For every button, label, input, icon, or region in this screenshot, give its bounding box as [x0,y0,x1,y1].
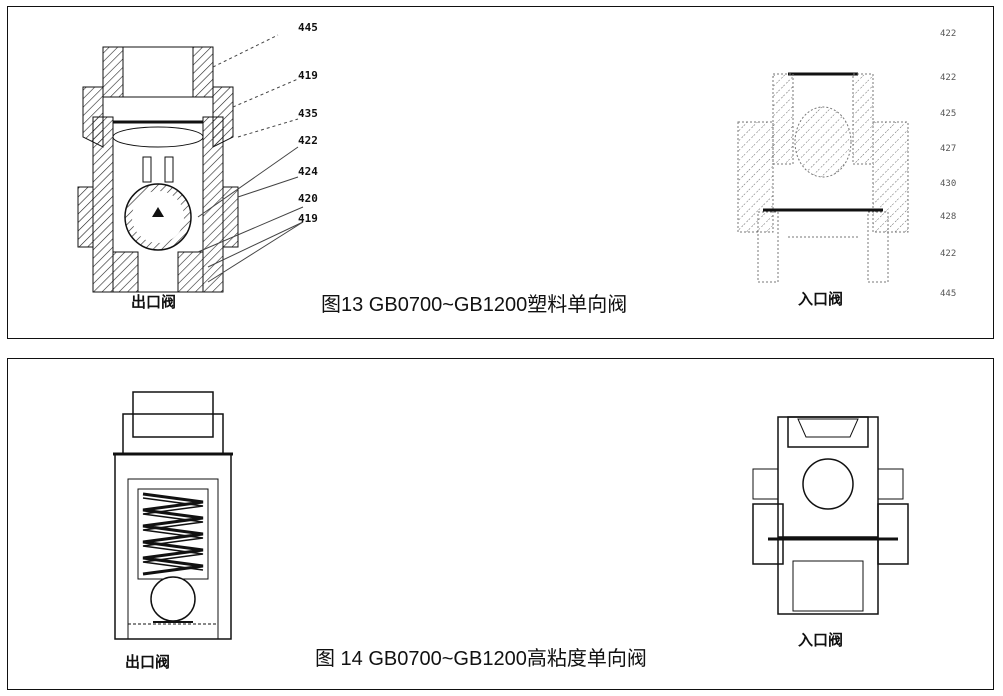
outlet-valve-label-2: 出口阀 [125,653,171,671]
inlet-callout-7: 422 [940,249,957,259]
outlet-valve-drawing [77,34,304,293]
inlet-valve-label-2: 入口阀 [798,631,844,649]
figure-14-caption: 图 14 GB0700~GB1200高粘度单向阀 [315,648,647,670]
inlet-callout-4: 427 [940,144,957,154]
inlet-callout-2: 422 [940,73,957,83]
inlet-callout-6: 428 [940,212,957,222]
callout-419-top: 419 [298,69,318,82]
callout-419-bottom: 419 [298,212,318,225]
callout-422: 422 [298,134,318,147]
figure-13-panel: 445 419 435 422 424 420 419 出口阀 图13 GB07… [7,6,994,339]
inlet-callout-1: 422 [940,29,957,39]
callout-424: 424 [298,165,318,178]
callout-420: 420 [298,192,318,205]
inlet-callout-5: 430 [940,179,957,189]
inlet-valve-drawing [737,72,909,283]
outlet-valve-hv-drawing [113,391,233,640]
inlet-valve-label: 入口阀 [798,290,844,308]
callout-435: 435 [298,107,318,120]
inlet-callout-8: 445 [940,289,957,299]
figure-14-panel: 出口阀 图 14 GB0700~GB1200高粘度单向阀 入口阀 [7,358,994,690]
inlet-valve-hv-drawing [752,416,909,615]
figure-13-caption: 图13 GB0700~GB1200塑料单向阀 [321,294,628,316]
callout-445: 445 [298,21,318,34]
inlet-callout-3: 425 [940,109,957,119]
outlet-valve-label: 出口阀 [131,293,177,311]
